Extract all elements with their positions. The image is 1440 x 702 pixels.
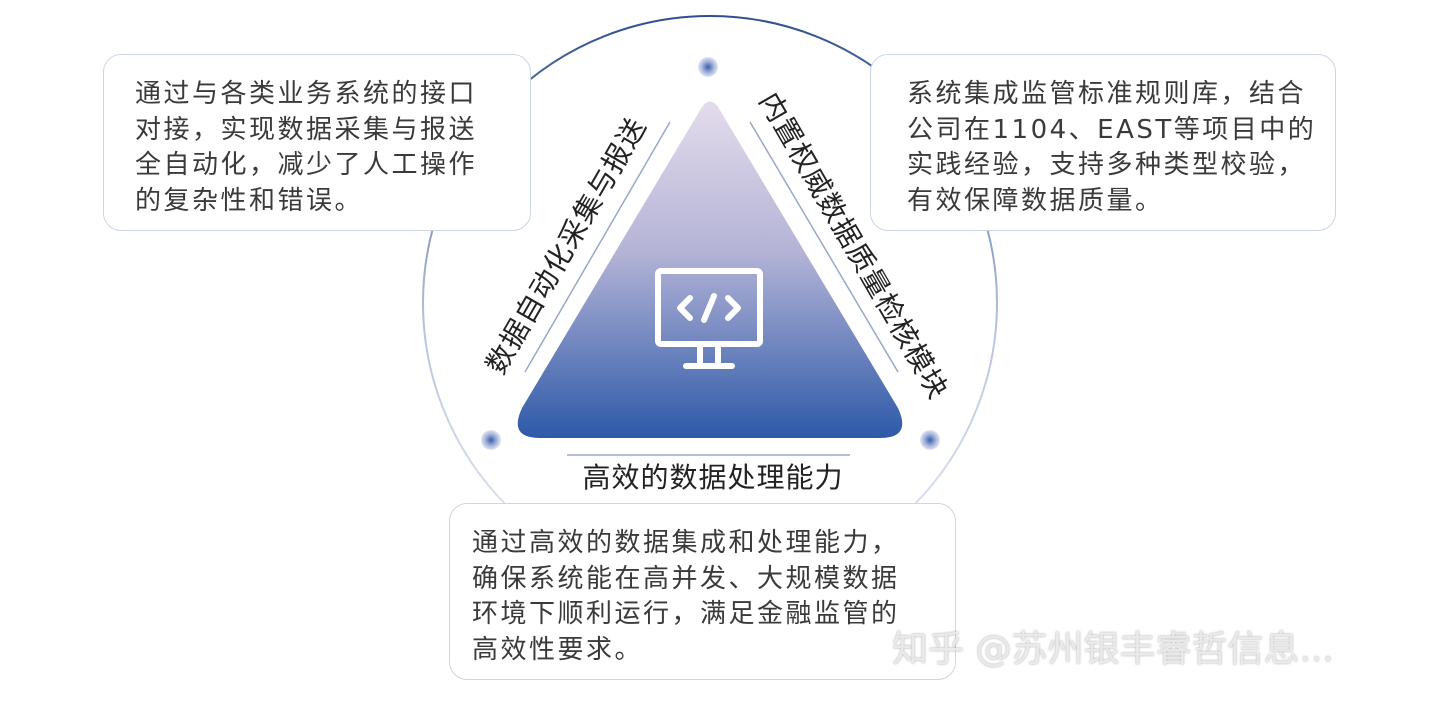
left-description-card: 通过与各类业务系统的接口 对接，实现数据采集与报送 全自动化，减少了人工操作 的… [103,54,531,231]
left-description-text: 通过与各类业务系统的接口 对接，实现数据采集与报送 全自动化，减少了人工操作 的… [135,79,478,216]
right-guide-line [749,121,899,373]
watermark: 知乎 @苏州银丰睿哲信息... [892,629,1334,670]
right-description-text: 系统集成监管标准规则库，结合 公司在1104、EAST等项目中的 实践经验，支持… [907,79,1317,216]
node-dot-right [920,430,940,450]
bottom-side-label: 高效的数据处理能力 [582,461,844,494]
node-dot-left [481,430,501,450]
left-guide-line [524,121,671,373]
node-dot-top [698,57,718,77]
bottom-description-card: 通过高效的数据集成和处理能力， 确保系统能在高并发、大规模数据 环境下顺利运行，… [449,503,956,680]
right-description-card: 系统集成监管标准规则库，结合 公司在1104、EAST等项目中的 实践经验，支持… [870,54,1336,231]
monitor-code-icon [655,268,763,369]
bottom-description-text: 通过高效的数据集成和处理能力， 确保系统能在高并发、大规模数据 环境下顺利运行，… [472,528,900,665]
